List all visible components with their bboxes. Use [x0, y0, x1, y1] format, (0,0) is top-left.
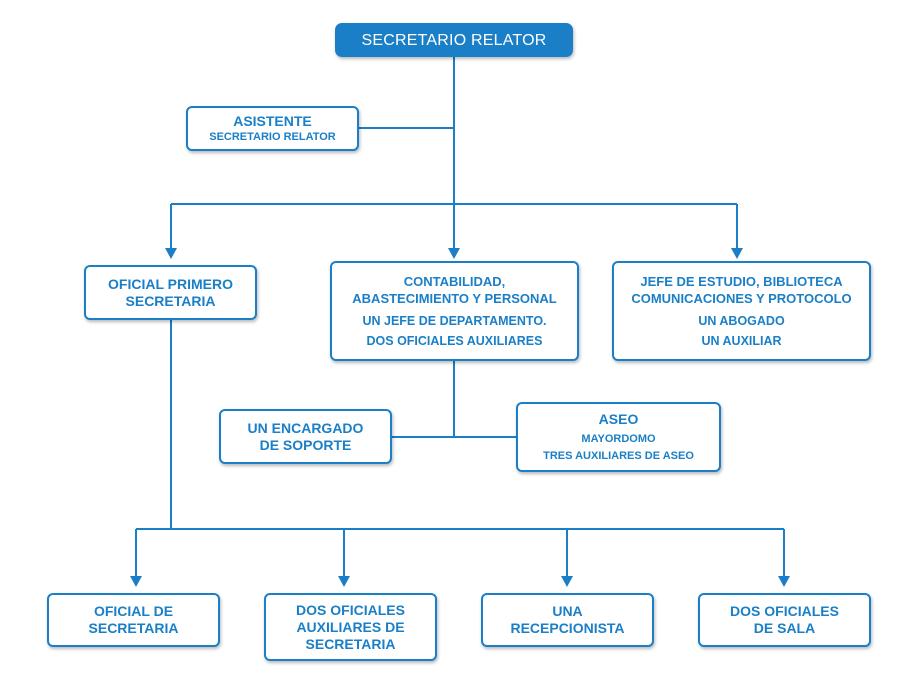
node-secretario-relator: SECRETARIO RELATOR — [335, 23, 573, 57]
node-oficiales-sala: DOS OFICIALES DE SALA — [698, 593, 871, 647]
node-line: UN ENCARGADO — [247, 419, 364, 436]
arrow-head — [130, 576, 142, 587]
arrow-head — [165, 248, 177, 259]
node-line: OFICIAL PRIMERO — [108, 275, 233, 292]
node-detail: UN ABOGADO — [698, 314, 785, 328]
node-dos-oficiales-auxiliares: DOS OFICIALES AUXILIARES DE SECRETARIA — [264, 593, 437, 661]
node-line: DE SALA — [753, 620, 816, 636]
arrow-head — [561, 576, 573, 587]
node-line: JEFE DE ESTUDIO, BIBLIOTECA — [640, 274, 843, 289]
node-line: RECEPCIONISTA — [510, 620, 625, 636]
node-oficial-primero: OFICIAL PRIMERO SECRETARIA — [84, 265, 257, 320]
arrow-head — [448, 248, 460, 259]
node-line: SECRETARIA — [305, 635, 396, 652]
node-title: ASEO — [598, 411, 639, 427]
node-detail: DOS OFICIALES AUXILIARES — [366, 334, 543, 348]
node-detail: TRES AUXILIARES DE ASEO — [543, 450, 694, 462]
arrow-head — [338, 576, 350, 587]
node-line: DE SOPORTE — [259, 436, 352, 453]
node-line: ABASTECIMIENTO Y PERSONAL — [352, 291, 557, 306]
node-line: DOS OFICIALES — [730, 603, 839, 619]
arrow-head — [778, 576, 790, 587]
node-detail: UN AUXILIAR — [701, 334, 782, 348]
node-soporte: UN ENCARGADO DE SOPORTE — [219, 409, 392, 464]
node-line: COMUNICACIONES Y PROTOCOLO — [631, 291, 852, 306]
arrow-head — [731, 248, 743, 259]
node-subtitle: SECRETARIO RELATOR — [209, 131, 336, 143]
node-line: OFICIAL DE — [93, 603, 174, 619]
node-line: AUXILIARES DE — [296, 618, 405, 635]
node-jefe-estudio: JEFE DE ESTUDIO, BIBLIOTECA COMUNICACION… — [612, 261, 871, 361]
node-detail: UN JEFE DE DEPARTAMENTO. — [362, 314, 547, 328]
node-line: UNA — [552, 603, 583, 619]
node-title: ASISTENTE — [233, 113, 312, 129]
node-asistente: ASISTENTE SECRETARIO RELATOR — [186, 106, 359, 151]
node-detail: MAYORDOMO — [581, 433, 656, 445]
node-line: DOS OFICIALES — [296, 601, 405, 618]
node-line: CONTABILIDAD, — [403, 274, 506, 289]
node-title: SECRETARIO RELATOR — [361, 31, 547, 49]
node-oficial-secretaria: OFICIAL DE SECRETARIA — [47, 593, 220, 647]
node-recepcionista: UNA RECEPCIONISTA — [481, 593, 654, 647]
node-line: SECRETARIA — [88, 620, 179, 636]
node-contabilidad: CONTABILIDAD, ABASTECIMIENTO Y PERSONAL … — [330, 261, 579, 361]
node-line: SECRETARIA — [125, 292, 216, 309]
node-aseo: ASEO MAYORDOMO TRES AUXILIARES DE ASEO — [516, 402, 721, 472]
